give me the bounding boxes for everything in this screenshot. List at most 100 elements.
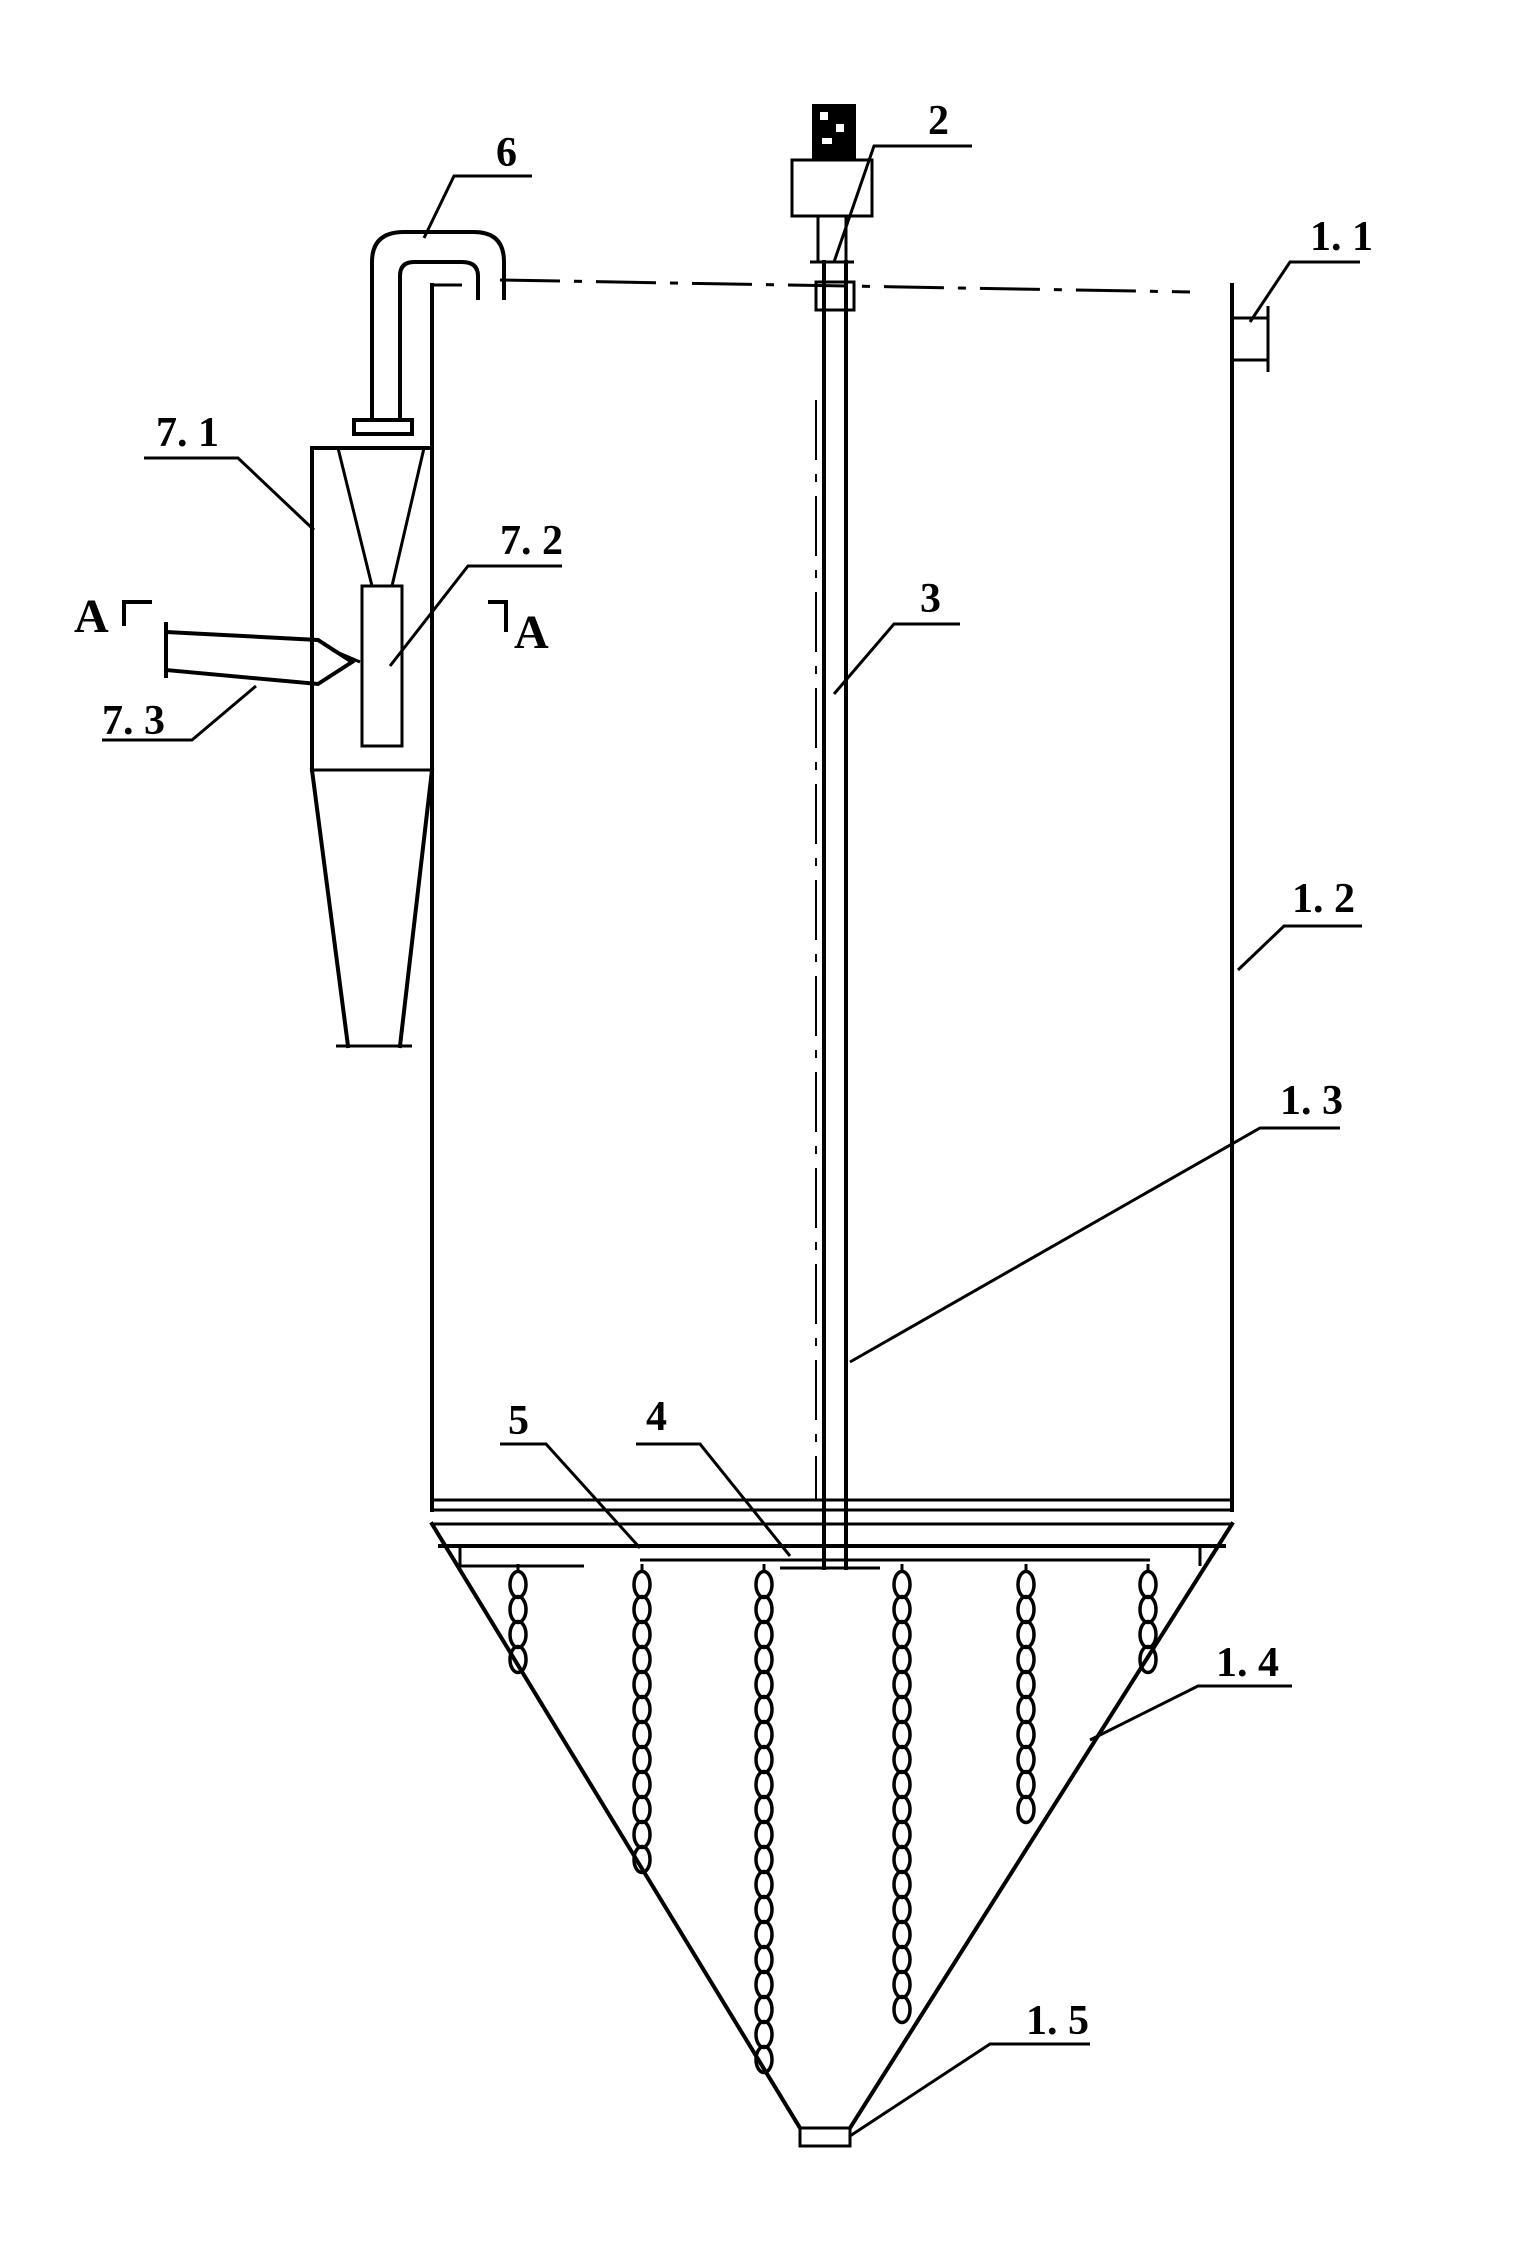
label-1-3: 1. 3 [1280, 1078, 1343, 1124]
label-5: 5 [508, 1398, 529, 1444]
label-1-1: 1. 1 [1310, 214, 1373, 260]
label-1-5: 1. 5 [1026, 1998, 1089, 2044]
chain-link [632, 1769, 652, 1800]
chain-link [892, 1569, 912, 1600]
label-1-4: 1. 4 [1216, 1640, 1279, 1686]
chain-link [892, 1619, 912, 1650]
chain-link [754, 1869, 774, 1900]
chain-link [508, 1569, 528, 1600]
chain-link [892, 1744, 912, 1775]
chain-link [1016, 1794, 1036, 1825]
section-label-left: A [74, 590, 109, 643]
chain-link [892, 1944, 912, 1975]
chain-link [1138, 1594, 1158, 1625]
chain-link [632, 1669, 652, 1700]
chain-link [632, 1744, 652, 1775]
chain-link [754, 1694, 774, 1725]
chain-link [1016, 1719, 1036, 1750]
chain-link [632, 1644, 652, 1675]
chain-5 [1016, 1564, 1036, 1825]
chain-link [754, 1819, 774, 1850]
chain-link [1016, 1694, 1036, 1725]
chain-link [892, 1694, 912, 1725]
part-labels: 2 6 1. 1 7. 1 7. 2 3 7. 3 1. 2 1. 3 5 4 … [102, 98, 1373, 2044]
chain-link [1016, 1569, 1036, 1600]
chain-link [754, 1969, 774, 2000]
chain-link [754, 1719, 774, 1750]
chain-link [754, 1944, 774, 1975]
agitator-shaft [814, 260, 856, 1570]
chain-link [754, 2044, 774, 2075]
chain-link [892, 1669, 912, 1700]
chain-link [754, 1744, 774, 1775]
chain-link [754, 1794, 774, 1825]
chain-link [754, 1769, 774, 1800]
section-marks: A A [74, 590, 549, 659]
chain-link [754, 1594, 774, 1625]
chain-link [892, 1919, 912, 1950]
chain-link [632, 1694, 652, 1725]
chain-link [754, 1994, 774, 2025]
chain-link [754, 1569, 774, 1600]
chain-link [754, 1669, 774, 1700]
scraper-arm [438, 1544, 1226, 1570]
chain-link [754, 1619, 774, 1650]
chain-link [754, 1894, 774, 1925]
chain-link [1138, 1644, 1158, 1675]
chain-2 [632, 1564, 652, 1875]
chain-link [754, 1644, 774, 1675]
chain-link [1016, 1669, 1036, 1700]
chains [508, 1564, 1158, 2075]
chain-1 [508, 1564, 528, 1675]
chain-link [892, 1594, 912, 1625]
chain-link [1016, 1744, 1036, 1775]
chain-link [892, 1719, 912, 1750]
tank-body [430, 278, 1234, 1526]
label-4: 4 [646, 1394, 667, 1440]
chain-link [892, 1969, 912, 2000]
chain-link [892, 1894, 912, 1925]
label-6: 6 [496, 130, 517, 176]
label-3: 3 [920, 576, 941, 622]
chain-6 [1138, 1564, 1158, 1675]
chain-link [892, 1844, 912, 1875]
chain-link [632, 1794, 652, 1825]
chain-link [632, 1619, 652, 1650]
cyclone-separator [163, 418, 435, 1049]
chain-link [632, 1569, 652, 1600]
chain-link [754, 2019, 774, 2050]
chain-link [508, 1619, 528, 1650]
chain-link [1016, 1769, 1036, 1800]
label-7-1: 7. 1 [156, 410, 219, 456]
chain-link [892, 1769, 912, 1800]
chain-link [754, 1844, 774, 1875]
chain-link [892, 1819, 912, 1850]
label-1-2: 1. 2 [1292, 876, 1355, 922]
conical-bottom [429, 1521, 1235, 2148]
inlet-nozzle [1230, 306, 1270, 372]
chain-link [632, 1719, 652, 1750]
label-7-3: 7. 3 [102, 698, 165, 744]
chain-3 [754, 1564, 774, 2075]
return-pipe [370, 230, 506, 422]
label-2: 2 [928, 98, 949, 144]
section-label-right: A [514, 606, 549, 659]
chain-link [892, 1644, 912, 1675]
chain-link [632, 1819, 652, 1850]
chain-link [1138, 1569, 1158, 1600]
leader-lines [102, 144, 1362, 2138]
chain-link [892, 1869, 912, 1900]
chain-4 [892, 1564, 912, 2025]
chain-link [892, 1794, 912, 1825]
label-7-2: 7. 2 [500, 518, 563, 564]
chain-link [508, 1644, 528, 1675]
chain-link [1016, 1644, 1036, 1675]
chain-link [754, 1919, 774, 1950]
motor [790, 104, 874, 264]
chain-link [632, 1844, 652, 1875]
chain-link [632, 1594, 652, 1625]
chain-link [892, 1994, 912, 2025]
chain-link [1016, 1594, 1036, 1625]
chain-link [1016, 1619, 1036, 1650]
chain-link [1138, 1619, 1158, 1650]
